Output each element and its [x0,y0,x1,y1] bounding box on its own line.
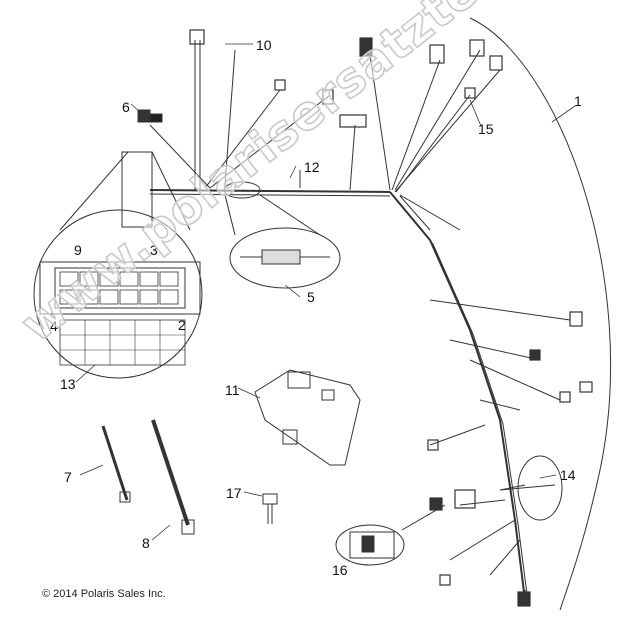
callout-15: 15 [478,121,494,137]
copyright-text: © 2014 Polaris Sales Inc. [42,588,166,600]
callout-16: 16 [332,562,348,578]
connectors [189,29,593,607]
enclosure-arc [469,17,612,611]
clip-detail-14 [499,455,563,521]
callout-6: 6 [122,99,130,115]
callout-1: 1 [574,93,582,109]
callout-10: 10 [256,37,272,53]
callout-2: 2 [178,317,186,333]
callout-12: 12 [304,159,320,175]
callout-7: 7 [64,469,72,485]
fuse-detail-circle [223,181,341,289]
cable-tie-7 [101,425,131,503]
callout-3: 3 [150,242,158,258]
leader-lines [75,43,576,541]
branches-top [149,40,571,600]
main-trunk [149,189,529,603]
callout-9: 9 [74,242,82,258]
bracket-part-11 [254,369,361,466]
callout-14: 14 [560,467,576,483]
callout-5: 5 [307,289,315,305]
cable-tie-8 [151,419,195,535]
connector-detail-circle [33,151,203,379]
callout-4: 4 [50,318,58,334]
callout-8: 8 [142,535,150,551]
callout-13: 13 [60,376,76,392]
screw-part-17 [262,493,278,524]
part-6-connector [137,109,163,123]
switch-detail-16 [335,504,446,566]
callout-11: 11 [225,382,240,398]
callout-17: 17 [226,485,242,501]
